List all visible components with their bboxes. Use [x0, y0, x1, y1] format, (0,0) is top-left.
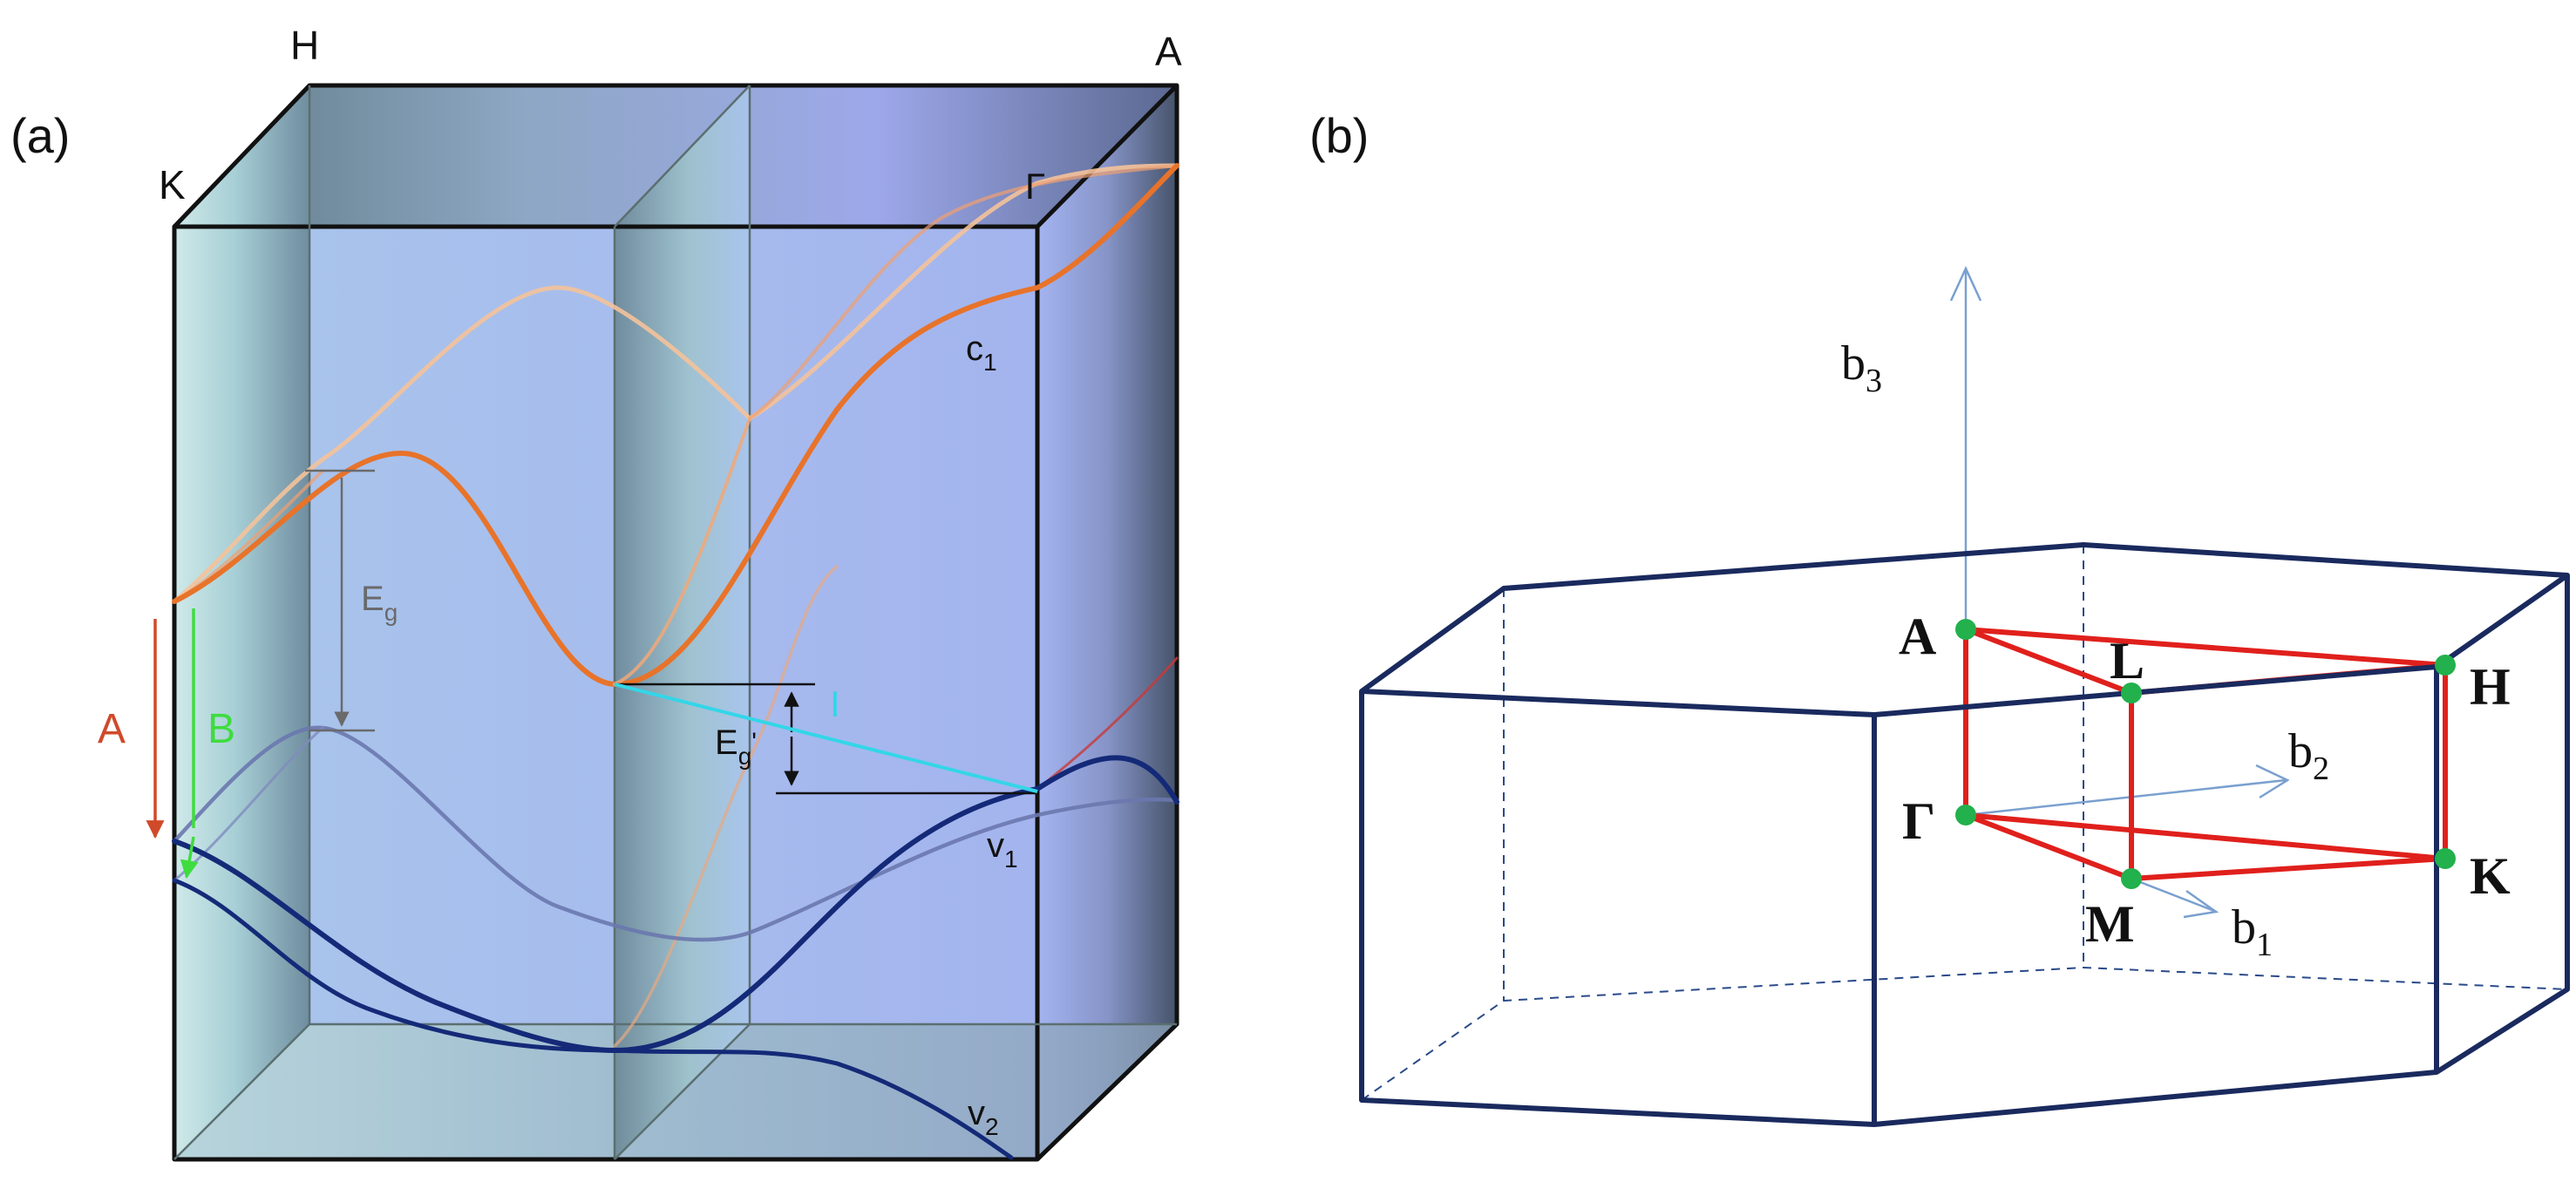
- panel-a: (a) H A K Γ c1 v1 v2 Eg Eg' A B I: [10, 23, 1182, 1162]
- panel-b: (b) A L H Γ K M b3 b2 b1: [1309, 108, 2570, 1127]
- panel-a-labels: (a) H A K Γ c1 v1 v2 Eg Eg' A B I: [10, 23, 1182, 1140]
- panel-a-left-slab: [174, 85, 309, 1159]
- transitions: [146, 608, 1038, 880]
- label-vector-b3: b3: [1841, 336, 1882, 399]
- transition-b-tip: [180, 836, 199, 880]
- conduction-band-mid: [613, 417, 751, 686]
- panel-a-top-face: [174, 85, 1177, 227]
- valence-band-v2: [172, 878, 1014, 1160]
- label-point-l: L: [2110, 632, 2144, 690]
- gap-label-egp: Eg': [715, 723, 757, 770]
- gap-label-eg: Eg: [361, 580, 398, 626]
- valence-band-v1: [172, 755, 1179, 1054]
- prism-edges: [1359, 542, 2570, 1127]
- point-label-gamma: Γ: [1025, 166, 1045, 207]
- label-point-k: K: [2470, 847, 2511, 905]
- transition-label-b: B: [207, 706, 235, 752]
- conduction-band-right-red: [1036, 656, 1179, 791]
- gap-markers: [305, 469, 1037, 795]
- prism-hidden-edges: [1361, 545, 2568, 1101]
- panel-a-background: [174, 227, 1037, 1159]
- panel-a-right-face: [1037, 85, 1177, 1159]
- vector-b1: [2131, 877, 2215, 913]
- panel-a-label: (a): [10, 108, 70, 163]
- conduction-band-c1: [172, 163, 1179, 688]
- conduction-bands: [172, 163, 1179, 1048]
- transition-label-i: I: [830, 683, 840, 724]
- label-point-a: A: [1899, 608, 1936, 665]
- transition-label-a: A: [98, 706, 126, 752]
- corner-label-a: A: [1155, 29, 1182, 74]
- corner-label-h: H: [290, 23, 319, 68]
- vector-b2: [1965, 778, 2287, 817]
- band-label-v2: v2: [968, 1094, 999, 1140]
- label-point-h: H: [2470, 658, 2511, 716]
- label-vector-b1: b1: [2232, 900, 2273, 963]
- high-symmetry-path: [1963, 627, 2448, 881]
- point-h: [2435, 655, 2456, 676]
- band-label-v1: v1: [987, 826, 1018, 873]
- transition-i-line: [614, 683, 1038, 793]
- label-vector-b2: b2: [2288, 724, 2329, 787]
- valence-band-light: [172, 725, 1179, 942]
- point-a: [1955, 619, 1976, 640]
- point-l: [2121, 683, 2142, 703]
- corner-label-k: K: [159, 162, 186, 207]
- conduction-band-secondary: [613, 565, 839, 1048]
- symmetry-points: [1955, 619, 2456, 889]
- panel-b-labels: (b) A L H Γ K M b3 b2 b1: [1309, 108, 2511, 963]
- label-point-m: M: [2085, 895, 2135, 953]
- point-m: [2121, 868, 2142, 889]
- label-point-gamma: Γ: [1902, 792, 1935, 850]
- point-k: [2435, 848, 2456, 869]
- point-gamma: [1955, 805, 1976, 825]
- panel-a-inner-edges: [173, 85, 1177, 1160]
- panel-a-box-edges: [172, 83, 1179, 1162]
- panel-a-middle-slab: [615, 85, 750, 1159]
- band-label-c1: c1: [966, 329, 997, 376]
- panel-b-label: (b): [1309, 108, 1369, 163]
